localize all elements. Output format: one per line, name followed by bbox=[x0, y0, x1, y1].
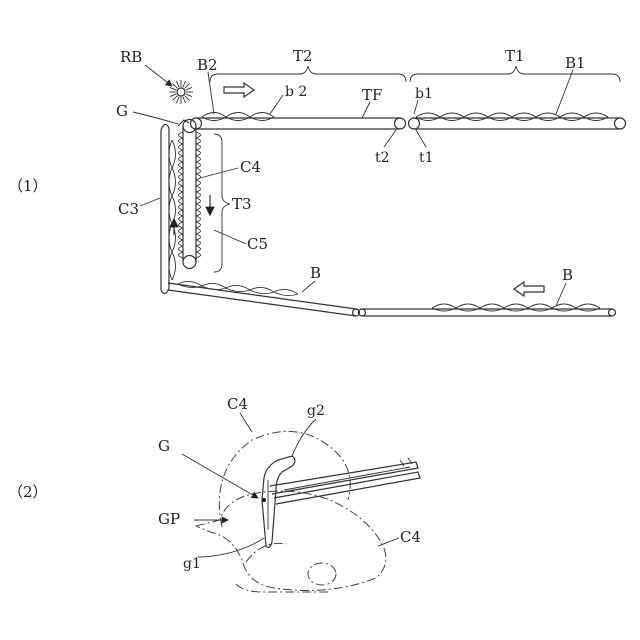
leader-lines-2 bbox=[182, 413, 399, 557]
label-b1-small: b1 bbox=[415, 86, 433, 102]
label-t1: T1 bbox=[505, 47, 525, 65]
label-g-2: G bbox=[158, 437, 170, 455]
brush-bristle bbox=[185, 96, 190, 101]
panel-label-2: （2） bbox=[8, 483, 48, 501]
label-c4-top: C4 bbox=[227, 395, 248, 413]
label-b-right: B bbox=[562, 266, 573, 284]
label-g2: g2 bbox=[307, 403, 325, 419]
label-b-middle: B bbox=[310, 264, 321, 282]
bracket-t2 bbox=[210, 66, 406, 82]
brush-bristle bbox=[176, 97, 179, 103]
brush-bristle bbox=[170, 94, 176, 97]
direction-arrow-left bbox=[514, 282, 544, 296]
fabric-b1-chain bbox=[416, 113, 608, 121]
vertical-conveyor-c3 bbox=[161, 124, 176, 293]
brush-bristle bbox=[183, 81, 186, 87]
label-t2: T2 bbox=[293, 47, 313, 65]
fabric-coil-c5 bbox=[179, 132, 201, 258]
brush-bristle bbox=[185, 84, 190, 89]
brush-bristle bbox=[186, 94, 192, 97]
label-t3: T3 bbox=[232, 195, 252, 213]
label-tf: TF bbox=[362, 86, 382, 104]
label-c3: C3 bbox=[118, 200, 139, 218]
brush-bristle bbox=[176, 81, 179, 87]
bracket-t3 bbox=[214, 134, 230, 272]
label-rb: RB bbox=[120, 48, 142, 66]
brush-bristle bbox=[183, 97, 186, 103]
gear-outline-c4-small bbox=[196, 491, 386, 590]
label-c5: C5 bbox=[247, 235, 268, 253]
label-c4: C4 bbox=[240, 158, 261, 176]
bottom-conveyor bbox=[168, 281, 616, 316]
label-t2-small: t2 bbox=[375, 150, 390, 166]
fabric-b2-chain bbox=[202, 113, 274, 121]
gear-outline-c4-large bbox=[219, 431, 350, 527]
label-t1-small: t1 bbox=[419, 150, 434, 166]
roller-right-top bbox=[615, 118, 626, 129]
leader-lines-1 bbox=[133, 70, 573, 306]
vertical-conveyor-c4 bbox=[179, 120, 211, 269]
label-b1: B1 bbox=[565, 54, 586, 72]
label-g: G bbox=[116, 102, 128, 120]
roller-t2 bbox=[395, 118, 406, 129]
brush-bristle bbox=[173, 96, 178, 101]
label-g1: g1 bbox=[183, 556, 201, 572]
brush-bristle bbox=[173, 84, 178, 89]
bracket-t1 bbox=[410, 66, 620, 82]
gripper-pivot-gp bbox=[262, 498, 266, 502]
roller-t1 bbox=[409, 118, 420, 129]
label-c4-right: C4 bbox=[400, 528, 421, 546]
label-b2-small: b 2 bbox=[285, 84, 307, 100]
label-b2: B2 bbox=[197, 56, 218, 74]
figure-2: （2） C4 g2 bbox=[8, 395, 421, 592]
brush-bristle bbox=[170, 87, 176, 90]
panel-label-1: （1） bbox=[8, 177, 48, 195]
label-gp: GP bbox=[158, 510, 180, 528]
figure-1: （1） bbox=[8, 47, 626, 316]
brush-bristle bbox=[186, 87, 192, 90]
direction-arrow-right bbox=[224, 83, 254, 97]
rotating-brush-rb bbox=[169, 80, 193, 104]
